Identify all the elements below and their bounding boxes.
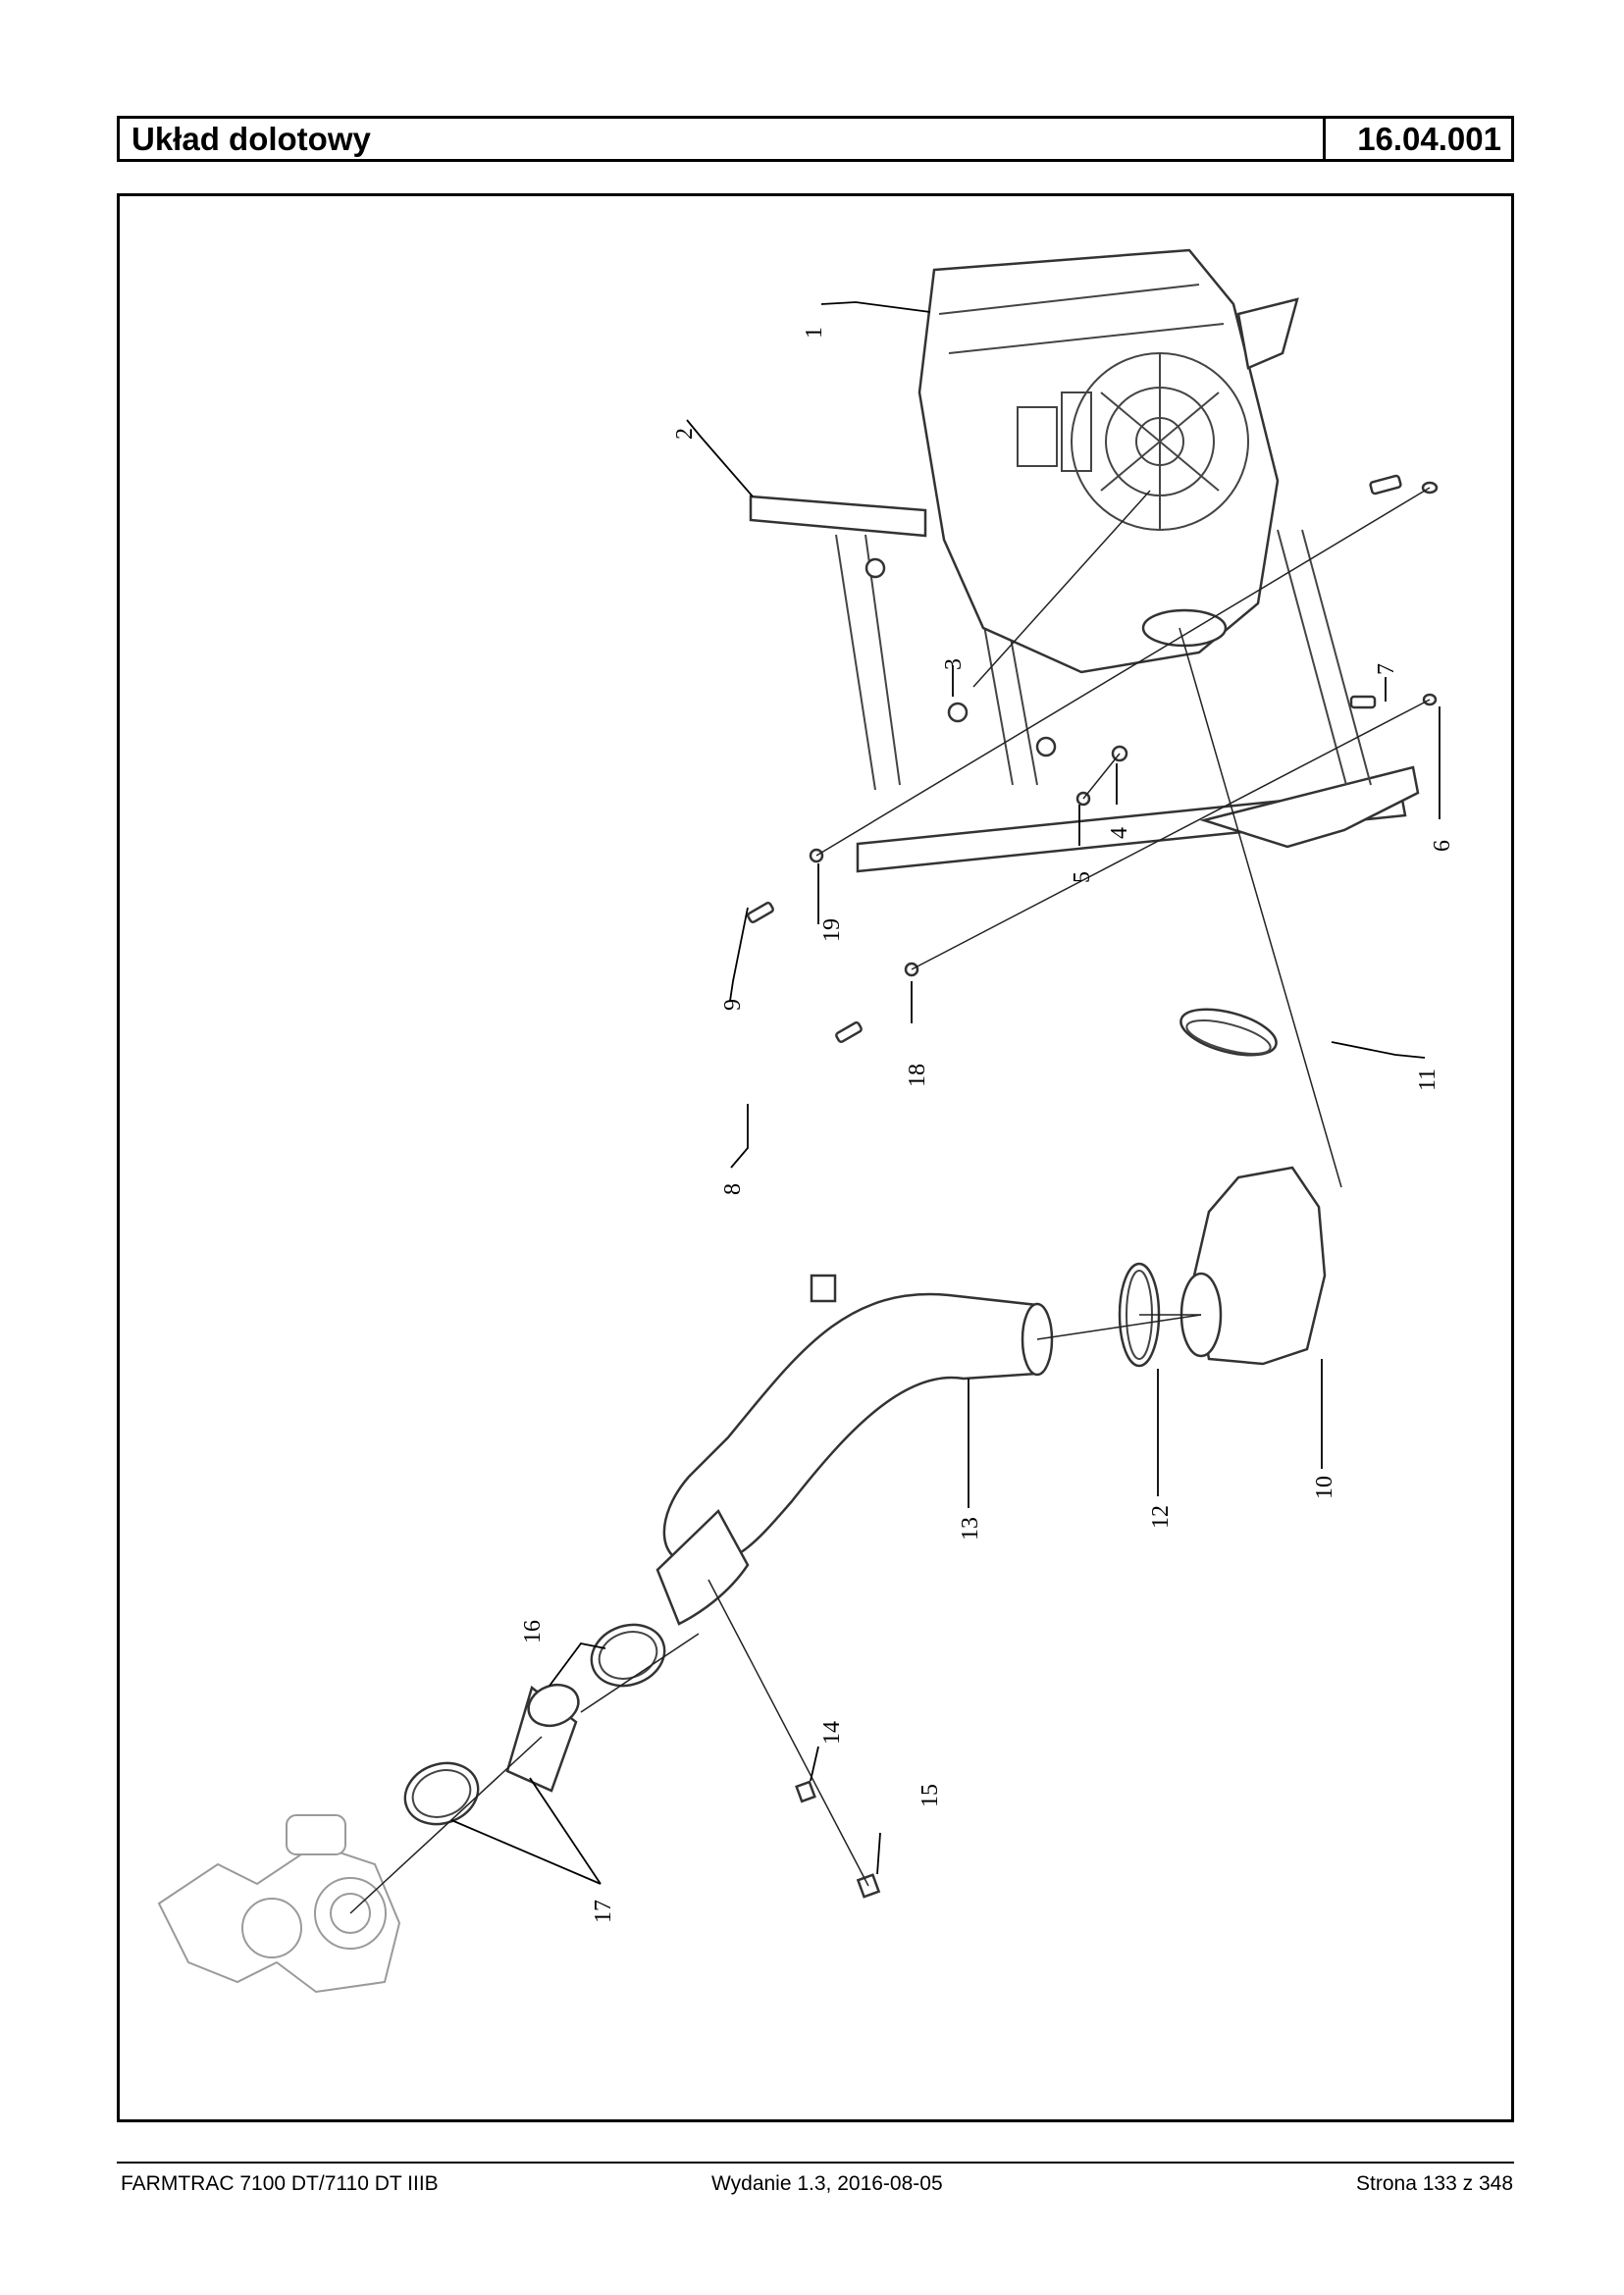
section-code: 16.04.001	[1323, 119, 1511, 159]
exploded-diagram: 1 2 3 4 5 6 7 8 9 10 11 12 13 14 15 16 1…	[157, 248, 1455, 1994]
callout-14: 14	[819, 1721, 845, 1745]
callout-11: 11	[1415, 1069, 1441, 1091]
callout-10: 10	[1312, 1476, 1337, 1499]
intake-pipe-13	[655, 1274, 1054, 1626]
hose-clamp-17-upper	[590, 1623, 666, 1688]
callout-12: 12	[1148, 1505, 1174, 1529]
leader-lines	[450, 301, 1441, 1885]
callout-2: 2	[672, 428, 698, 440]
callout-19: 19	[819, 918, 845, 942]
callout-6: 6	[1430, 840, 1455, 852]
footer-edition: Wydanie 1.3, 2016-08-05	[711, 2172, 943, 2195]
turbocharger	[157, 1814, 401, 1994]
footer-divider	[117, 2162, 1514, 2164]
air-filter-housing	[917, 248, 1299, 674]
exploded-diagram-frame: 1 2 3 4 5 6 7 8 9 10 11 12 13 14 15 16 1…	[117, 193, 1514, 2122]
callout-9: 9	[720, 999, 746, 1011]
callout-labels: 1 2 3 4 5 6 7 8 9 10 11 12 13 14 15 16 1…	[520, 327, 1455, 1923]
callout-16: 16	[520, 1620, 546, 1643]
callout-4: 4	[1107, 827, 1132, 839]
elbow-hose-10	[1179, 1166, 1327, 1366]
callout-7: 7	[1374, 663, 1399, 675]
callout-17: 17	[591, 1900, 616, 1923]
page-title: Układ dolotowy	[131, 121, 371, 157]
page-header: Układ dolotowy 16.04.001	[117, 116, 1514, 162]
sensor-14	[795, 1780, 816, 1803]
callout-1: 1	[802, 327, 827, 339]
callout-18: 18	[905, 1064, 930, 1087]
footer-model: FARMTRAC 7100 DT/7110 DT IIIB	[121, 2172, 439, 2195]
footer-page-number: Strona 133 z 348	[1356, 2172, 1513, 2195]
callout-5: 5	[1070, 871, 1095, 883]
explode-lines	[349, 487, 1431, 1914]
callout-3: 3	[941, 658, 967, 670]
hose-clamp-11	[1179, 1008, 1278, 1057]
hose-16	[505, 1683, 580, 1793]
callout-8: 8	[720, 1183, 746, 1195]
callout-15: 15	[917, 1784, 943, 1807]
callout-13: 13	[958, 1517, 983, 1540]
hose-clamp-17-lower	[403, 1761, 480, 1826]
